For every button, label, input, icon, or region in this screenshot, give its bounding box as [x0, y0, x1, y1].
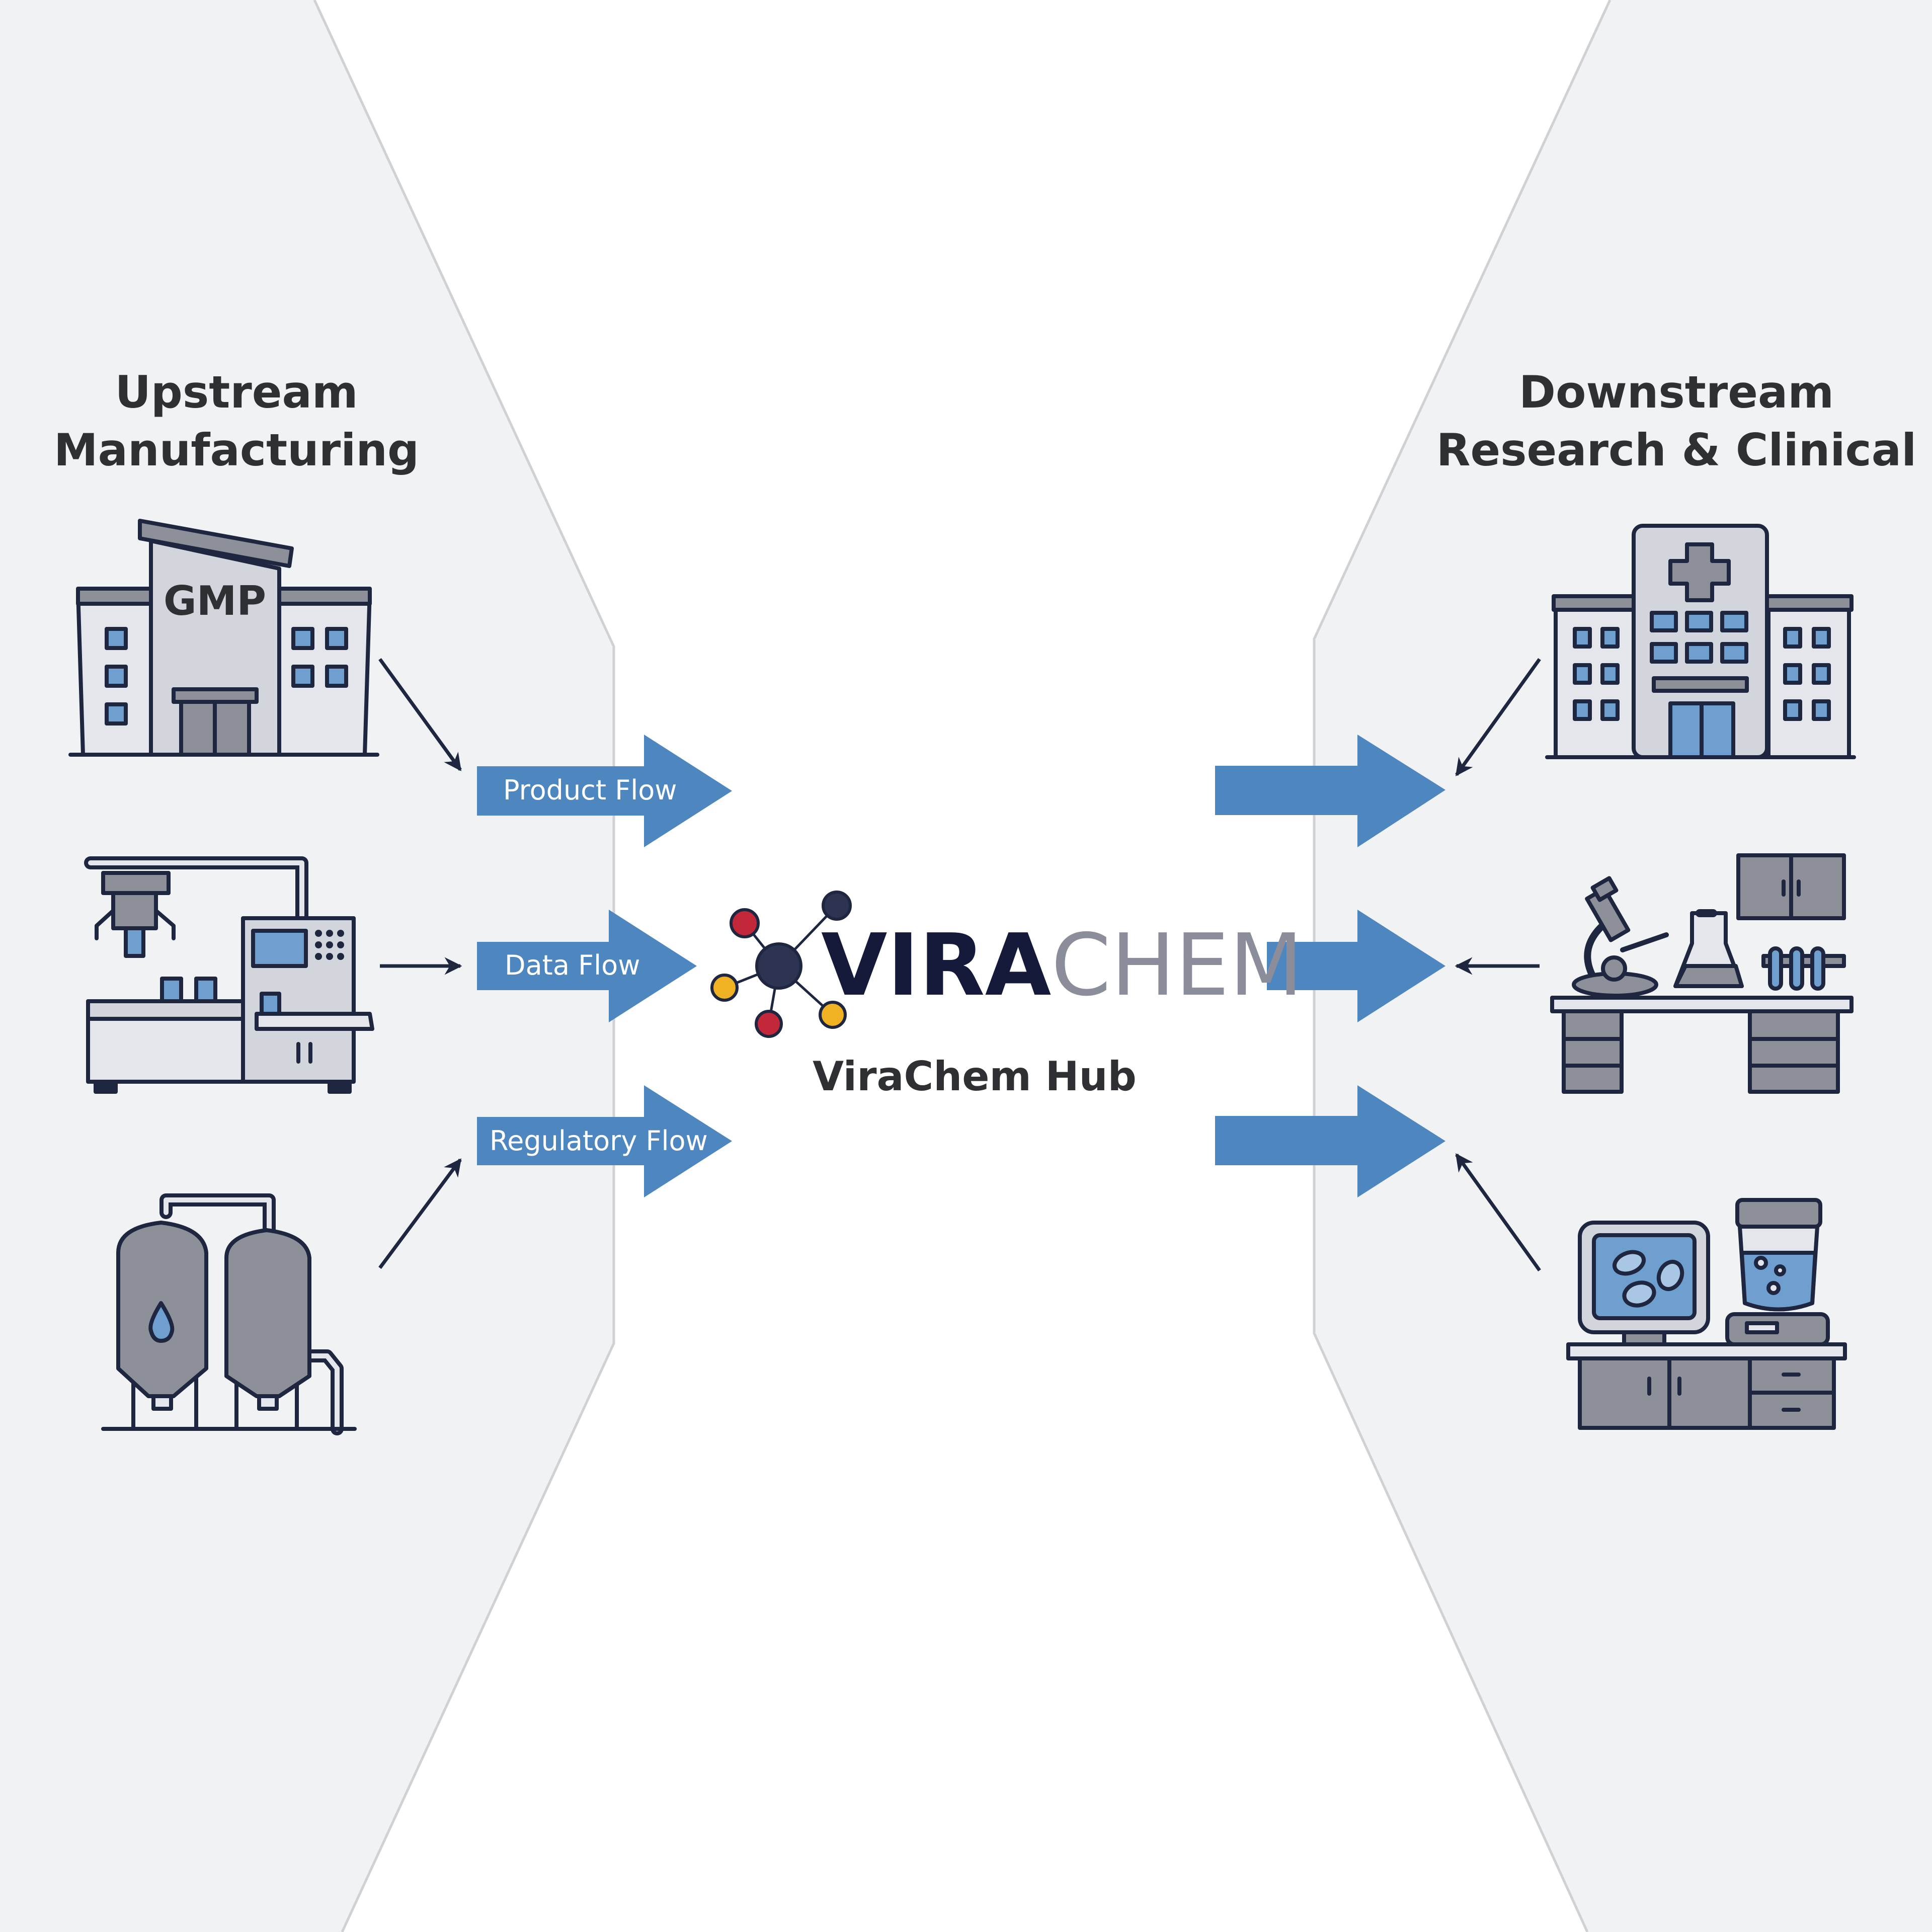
hub-brand-wordmark: VIRACHEM	[821, 916, 1303, 1015]
downstream-flow-arrow-bottom	[1215, 1085, 1445, 1197]
hub-node-yellow-right	[819, 1001, 847, 1029]
data-flow-label: Data Flow	[505, 949, 640, 981]
hospital-icon	[1545, 524, 1856, 759]
hub-node-navy	[822, 891, 852, 921]
hub-caption: ViraChem Hub	[813, 1053, 1137, 1100]
bioreactor-tanks-icon	[101, 1193, 357, 1435]
regulatory-flow-label: Regulatory Flow	[490, 1125, 708, 1157]
robotic-filling-line-icon	[84, 856, 374, 1094]
upstream-heading-line1: Upstream	[115, 366, 358, 418]
hub-node-red-bottom	[755, 1010, 783, 1038]
downstream-flow-arrow-top	[1215, 735, 1445, 847]
data-flow-arrow: Data Flow	[477, 910, 697, 1022]
connector-arrow-imaging	[1455, 1153, 1541, 1272]
connector-arrow-factory	[378, 658, 462, 771]
cell-imaging-station-icon	[1566, 1198, 1847, 1430]
upstream-heading-line2: Manufacturing	[54, 424, 419, 476]
connector-arrow-hospital	[1455, 658, 1541, 776]
gmp-factory-icon: GMP	[68, 519, 379, 757]
hub-node-yellow-left	[710, 974, 739, 1002]
hub-brand-part2: CHEM	[1051, 916, 1303, 1015]
hub-brand-part1: VIRA	[821, 916, 1051, 1015]
downstream-heading-line1: Downstream	[1519, 366, 1834, 418]
laboratory-bench-icon	[1550, 853, 1854, 1094]
hub-node-red-top	[730, 908, 760, 938]
product-flow-arrow: Product Flow	[477, 735, 732, 847]
gmp-sign: GMP	[164, 578, 266, 624]
regulatory-flow-arrow: Regulatory Flow	[477, 1085, 732, 1197]
connector-arrow-tanks	[378, 1158, 462, 1269]
downstream-flow-arrow-middle	[1267, 910, 1445, 1022]
hub-node-center	[755, 942, 802, 990]
downstream-heading-line2: Research & Clinical	[1436, 424, 1917, 476]
product-flow-label: Product Flow	[503, 774, 677, 806]
molecule-network-icon	[710, 891, 852, 1038]
